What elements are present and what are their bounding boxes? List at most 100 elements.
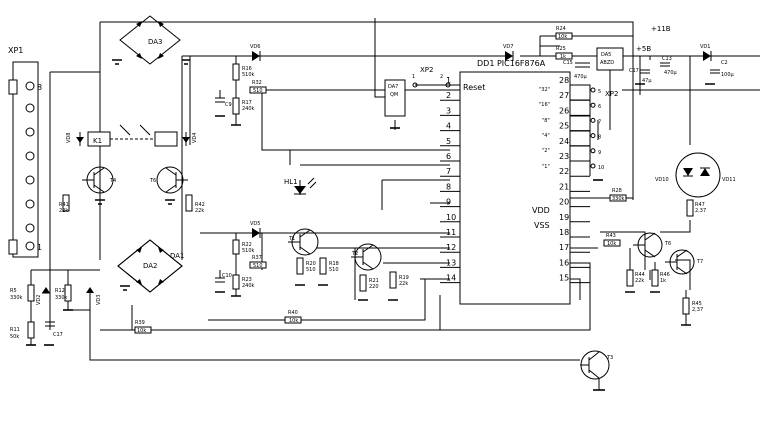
left-bottom: R5 330k R11 50k VD2 C17 R12 330k VD3 (10, 269, 102, 346)
xp2-pin-number: 7 (598, 119, 601, 125)
vd8-label: VD8 (66, 133, 72, 143)
transistor-t1: T1 R20 510 R18 510 (288, 228, 339, 286)
plus5-label: +5В (636, 45, 651, 53)
xp2-pin-number: 9 (598, 150, 601, 156)
transistor-t4: T4 R41 22k (59, 166, 116, 214)
r39-label: R39 (135, 320, 145, 326)
da2-label: DA2 (143, 262, 158, 270)
mcu-vss-label: VSS (534, 221, 550, 230)
resistor-r28: R28 330k (609, 188, 627, 202)
r5-val: 330k (10, 295, 23, 301)
xp2-pin-1: 1 (412, 74, 415, 80)
r46-val: 1k (660, 278, 666, 284)
r42-val: 22k (195, 208, 204, 214)
da5-type: ABZD (600, 60, 614, 66)
t4-label: T4 (109, 178, 116, 184)
r25-label: R25 (556, 46, 566, 52)
mcu-right-pin-number: 17 (559, 243, 569, 252)
r45-label: R45 (692, 301, 702, 307)
mcu-right-pin-number: 28 (559, 76, 569, 85)
mcu-left-pin-number: 4 (446, 122, 451, 131)
xp2-pin-number: 6 (598, 104, 601, 110)
xp2-pin-2: 2 (440, 74, 443, 80)
r22-val: 510k (242, 248, 255, 254)
xp2-pin-contact (590, 163, 596, 169)
r19-val: 22k (399, 281, 408, 287)
c9-label: C9 (225, 102, 232, 108)
vd10-label: VD10 (655, 177, 669, 183)
k1-label: K1 (93, 137, 102, 145)
t5-label: T6 (149, 178, 156, 184)
vd3-label: VD3 (96, 295, 102, 305)
c2-label: C2 (721, 60, 728, 66)
mcu-dd1: DD1 PIC16F876A Reset VDD VSS 12345678910… (440, 59, 590, 305)
r11-val: 50k (10, 334, 19, 340)
r12-label: R12 (55, 288, 65, 294)
r20-label: R20 (306, 261, 316, 267)
mcu-right-pin-number: 15 (559, 274, 569, 283)
r24-val: 10k (558, 34, 567, 40)
mcu-right-pin-number: 19 (559, 213, 569, 222)
xp2-right-label: XP2 (605, 90, 618, 98)
r17-val: 240k (242, 106, 255, 112)
mcu-left-pin-number: 12 (446, 243, 456, 252)
da7-label: DA7 (388, 84, 398, 90)
r44-val: 22k (635, 278, 644, 284)
optocoupler: VD10 VD11 R47 2,37 (655, 152, 736, 217)
r43-label: R43 (606, 233, 616, 239)
r44-label: R44 (635, 272, 645, 278)
mcu-right-pin-number: 18 (559, 228, 569, 237)
da7-type: QM (390, 92, 398, 98)
c10-label: C10 (222, 273, 232, 279)
mcu-right-pin-number: 24 (559, 137, 569, 146)
mcu-left-pin-number: 3 (446, 106, 451, 115)
r17-label: R17 (242, 100, 252, 106)
xp2-pin-contact (590, 148, 596, 154)
r20-val: 510 (306, 267, 316, 273)
r18-label: R18 (329, 261, 339, 267)
vd6-label: VD6 (250, 44, 260, 50)
r12-val: 330k (55, 295, 68, 301)
mcu-right-pin-number: 22 (559, 167, 569, 176)
regulator-section: R24 10k R25 1k C15 470µ DA5 ABZD +5В C17… (555, 25, 735, 85)
da5-label: DA5 (601, 52, 611, 58)
sel-32: "32" (539, 87, 550, 93)
mcu-right-pin-number: 21 (559, 182, 569, 191)
sel-1: "1" (542, 164, 550, 170)
mcu-left-pin-number: 11 (446, 228, 456, 237)
r16-label: R16 (242, 66, 252, 72)
input-divider-top: VD6 R16 510k R17 240k C9 R32 510 (215, 44, 267, 126)
r32-label: R32 (252, 80, 262, 86)
mcu-left-pin-number: 13 (446, 258, 456, 267)
c2-val: 100µ (721, 72, 735, 78)
sel-16: "16" (539, 102, 550, 108)
mcu-vdd-label: VDD (532, 206, 550, 215)
bridge-da3: DA3 (112, 15, 190, 65)
xp1-connector: XP1 8 1 (8, 46, 42, 258)
sel-8: "8" (542, 118, 550, 124)
r47-label: R47 (695, 202, 705, 208)
xp1-pin-8: 8 (37, 83, 42, 92)
r21-val: 220 (369, 284, 379, 290)
relay-k1: K1 VD8 VD4 (66, 124, 198, 147)
r19-label: R19 (399, 275, 409, 281)
diode-vd7: VD7 (503, 44, 514, 61)
r40-label: R40 (288, 310, 298, 316)
t3-label: T3 (606, 355, 613, 361)
mcu-reset-label: Reset (463, 83, 485, 92)
da3-label: DA3 (148, 38, 163, 46)
mcu-left-pin-number: 10 (446, 213, 456, 222)
xp1-pin-1: 1 (37, 243, 42, 252)
led-hl1: HL1 (284, 177, 317, 195)
vd5-label: VD5 (250, 221, 260, 227)
mcu-right-pin-number: 20 (559, 198, 569, 207)
vd2-label: VD2 (36, 295, 42, 305)
xp2-top-label: XP2 (420, 66, 433, 74)
c13-label: C13 (662, 56, 672, 62)
da7-module: DA7 QM XP2 2 1 (384, 66, 451, 129)
input-divider-bottom: VD5 R22 510k R23 240k C10 R37 510 (215, 221, 267, 297)
bridge-da2: DA2 (117, 239, 183, 293)
